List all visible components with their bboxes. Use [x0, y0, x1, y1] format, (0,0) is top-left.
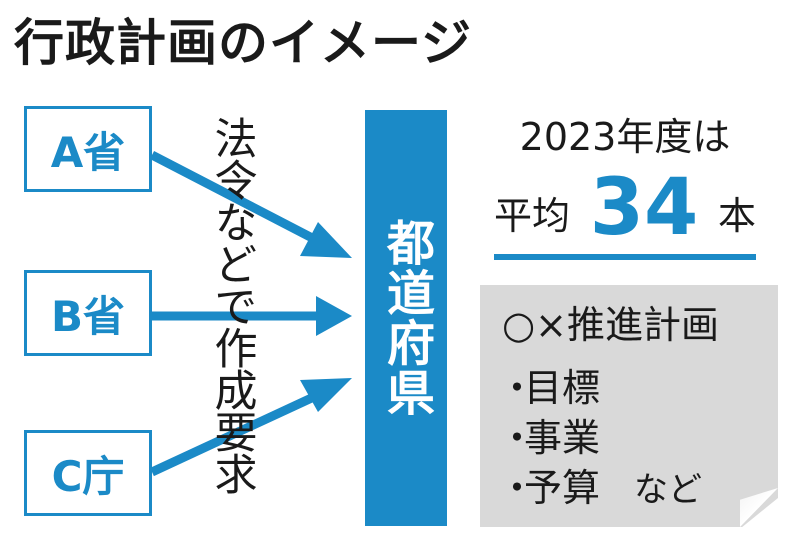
plan-item-label: 目標 [524, 366, 601, 410]
plan-card [480, 285, 778, 527]
bullet: ・ [498, 366, 537, 410]
agency-c-box: C庁 [24, 430, 152, 516]
year-label: 2023年度は [519, 115, 731, 159]
arrow-b [152, 296, 352, 336]
plan-item-label: 予算 [524, 466, 601, 510]
bullet: ・ [498, 466, 537, 510]
plan-title: ○×推進計画 [502, 303, 719, 347]
ministry-b-label: B省 [50, 291, 125, 341]
average-underline [494, 254, 756, 260]
average-label: 平均 [494, 194, 571, 238]
average-row: 平均 34 本 [494, 166, 756, 250]
ministry-a-box: A省 [24, 106, 152, 192]
arrow-label: 法令などで作成要求 [205, 116, 259, 526]
page-title: 行政計画のイメージ [14, 14, 472, 72]
agency-c-label: C庁 [51, 451, 125, 501]
plan-item-label: 事業 [524, 416, 601, 460]
prefecture-box: 都道府県 [365, 110, 447, 526]
arrow-c [150, 378, 352, 477]
arrow-label-text: 法令などで作成要求 [207, 116, 257, 494]
plan-etc: など [634, 470, 702, 510]
bullet: ・ [498, 416, 537, 460]
plan-item-budget: ・予算 [498, 464, 600, 512]
average-value: 34 [589, 163, 699, 253]
ministry-b-box: B省 [24, 270, 152, 356]
arrow-a [149, 151, 352, 258]
plan-item-project: ・事業 [498, 414, 600, 462]
prefecture-label: 都道府県 [378, 218, 434, 418]
ministry-a-label: A省 [50, 127, 126, 177]
plan-item-goal: ・目標 [498, 364, 600, 412]
average-unit: 本 [717, 194, 756, 238]
